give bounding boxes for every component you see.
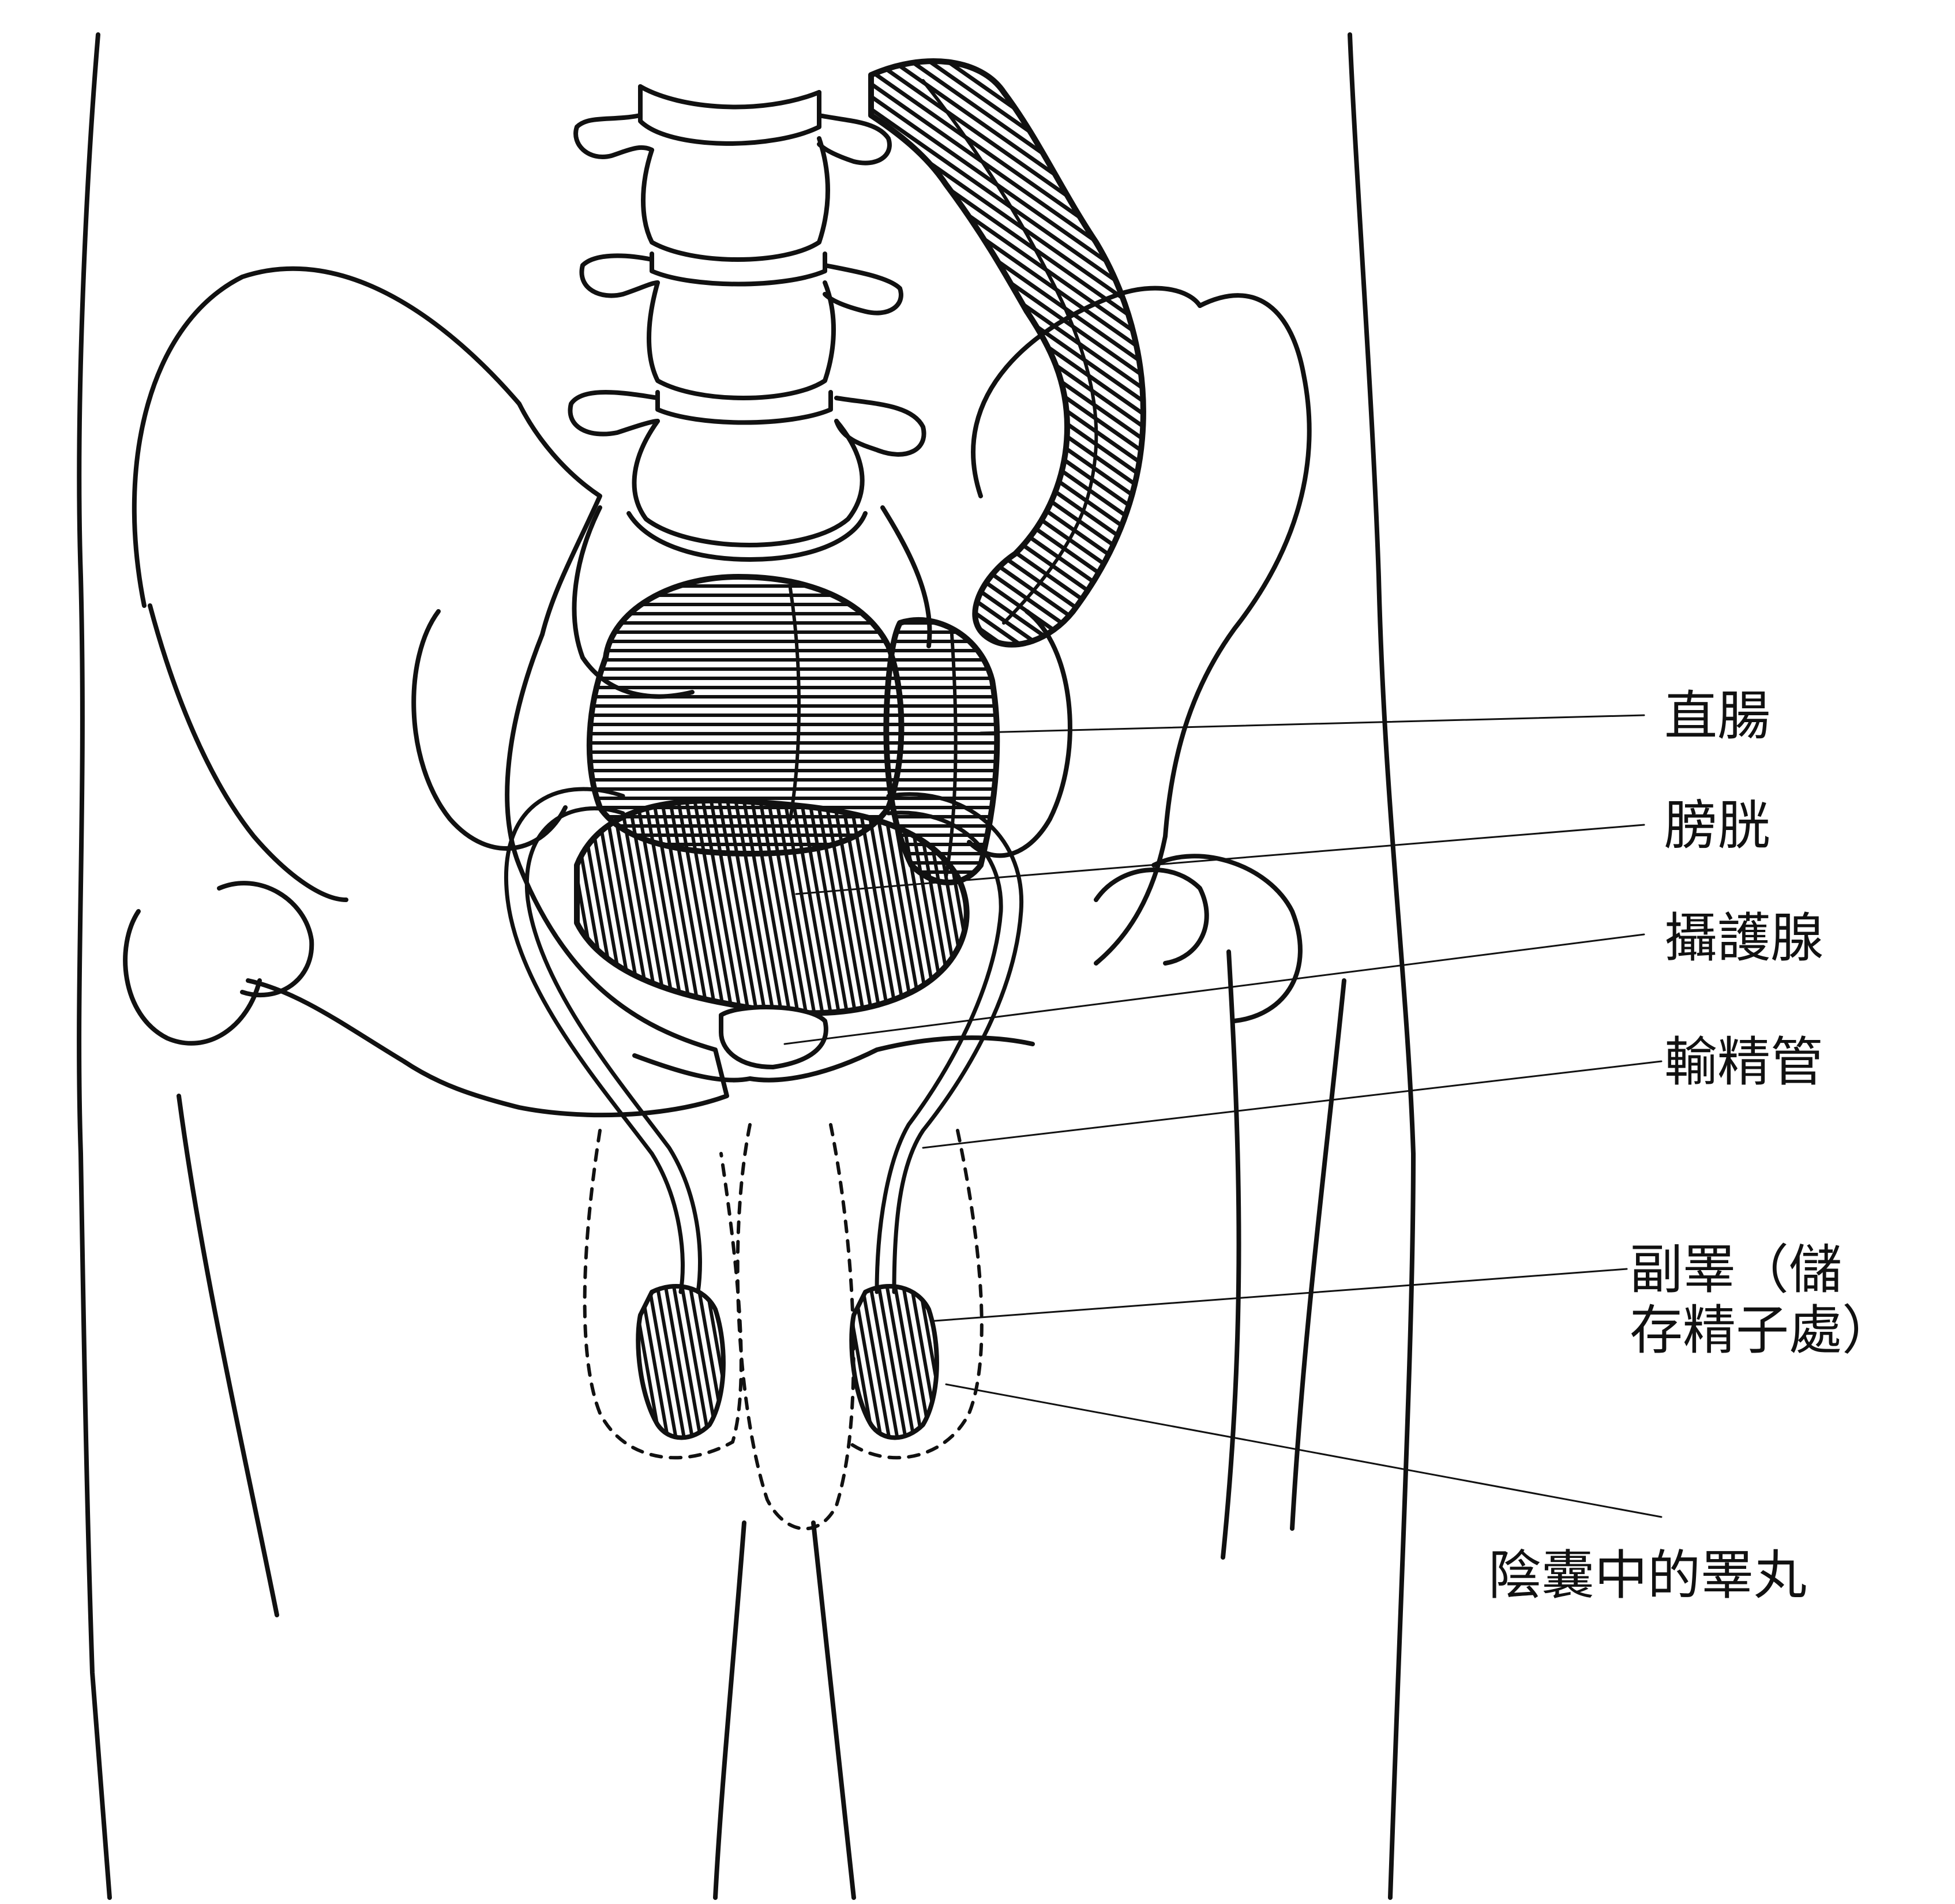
label-vas-deferens: 輸精管 xyxy=(1664,1032,1823,1092)
right-testis xyxy=(851,1286,937,1438)
prostate-mass xyxy=(577,801,967,1013)
label-bladder: 膀胱 xyxy=(1664,796,1770,856)
label-epididymis-line1: 副睪（儲 xyxy=(1630,1240,1842,1300)
prostate-gland xyxy=(721,1007,826,1067)
left-testis xyxy=(638,1286,723,1438)
lumbar-spine xyxy=(570,87,924,559)
label-testis: 陰囊中的睪丸 xyxy=(1488,1546,1807,1606)
label-prostate: 攝護腺 xyxy=(1664,908,1823,968)
label-rectum: 直腸 xyxy=(1664,686,1770,746)
label-epididymis-line2: 存精子處） xyxy=(1630,1301,1895,1361)
